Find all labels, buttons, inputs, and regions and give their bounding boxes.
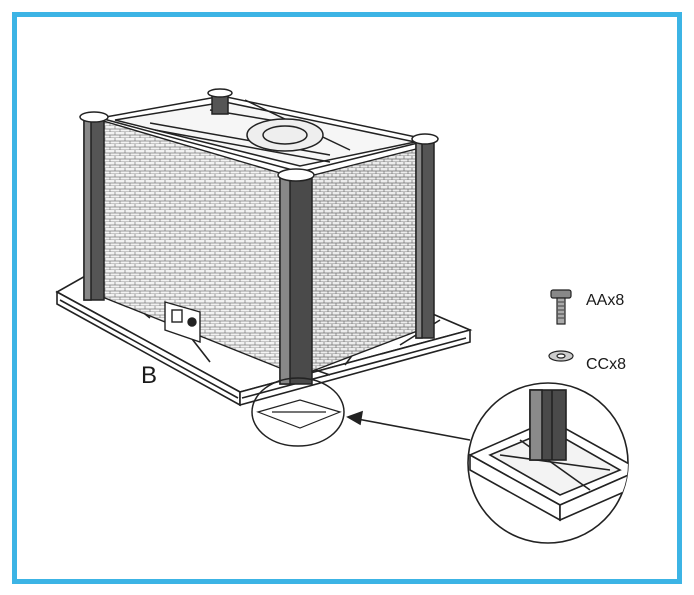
hardware-label-cc: CCx8 — [586, 356, 627, 373]
corner-focus-circle — [251, 377, 345, 447]
washer-icon — [548, 350, 574, 362]
corner-posts — [79, 88, 439, 385]
corner-detail-view — [467, 382, 629, 544]
part-label-b: B — [141, 362, 158, 389]
top-frame — [99, 95, 431, 173]
bolt-icon — [550, 289, 572, 325]
hardware-label-aa: AAx8 — [586, 292, 625, 309]
service-valve-box — [164, 301, 201, 343]
arrow-icon — [346, 410, 471, 441]
